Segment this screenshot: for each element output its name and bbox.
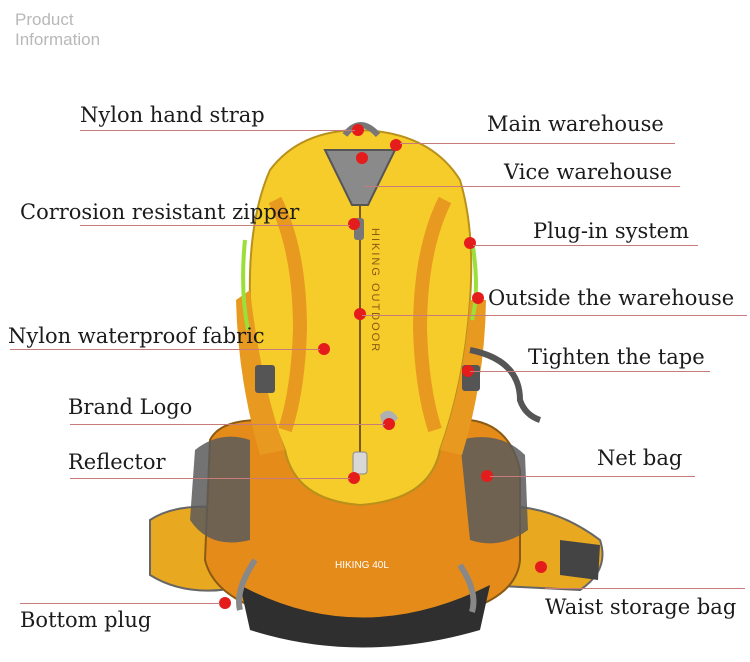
leader-line — [10, 349, 320, 350]
label-corrosion-resistant-zipper: Corrosion resistant zipper — [20, 200, 300, 224]
compression-strap-right — [469, 347, 542, 423]
leader-line — [545, 588, 745, 589]
callout-dot — [219, 597, 231, 609]
callout-dot — [464, 237, 476, 249]
label-nylon-hand-strap: Nylon hand strap — [80, 103, 265, 127]
accent-band-left — [268, 196, 308, 433]
label-plug-in-system: Plug-in system — [533, 219, 690, 243]
top-cap — [323, 149, 397, 206]
leader-line — [362, 315, 747, 316]
label-reflector: Reflector — [68, 450, 166, 474]
leader-line — [70, 478, 350, 479]
accent-band-right — [412, 196, 452, 433]
model-label: HIKING 40L — [335, 560, 389, 571]
leader-line — [80, 130, 355, 131]
label-vice-warehouse: Vice warehouse — [504, 160, 673, 184]
label-bottom-plug: Bottom plug — [20, 608, 152, 632]
label-nylon-waterproof-fabric: Nylon waterproof fabric — [8, 324, 265, 348]
label-waist-storage-bag: Waist storage bag — [545, 595, 737, 619]
label-main-warehouse: Main warehouse — [487, 112, 664, 136]
label-outside-the-warehouse: Outside the warehouse — [488, 286, 735, 310]
mesh-pocket-left — [190, 436, 250, 543]
mesh-pocket-right — [460, 437, 528, 544]
leader-line — [20, 603, 220, 604]
header-line-1: Product — [15, 10, 74, 29]
callout-dot — [352, 124, 364, 136]
callout-dot — [390, 139, 402, 151]
label-tighten-the-tape: Tighten the tape — [528, 345, 705, 369]
leader-line — [365, 186, 680, 187]
leader-line — [473, 245, 698, 246]
callout-dot — [481, 470, 493, 482]
waist-strap-right — [560, 540, 600, 580]
leader-line — [80, 225, 350, 226]
callout-dot — [348, 218, 360, 230]
callout-dot — [356, 152, 368, 164]
leader-line — [400, 143, 675, 144]
bungee-cord-left — [241, 239, 250, 331]
callout-dot — [462, 365, 474, 377]
callout-dot — [535, 561, 547, 573]
leader-line — [470, 371, 710, 372]
bottom-loop-right — [457, 563, 477, 613]
label-net-bag: Net bag — [597, 446, 683, 470]
header-line-2: Information — [15, 30, 101, 49]
label-brand-logo: Brand Logo — [68, 395, 193, 419]
reflector-strip — [352, 451, 368, 475]
bungee-cord-right — [470, 239, 478, 321]
section-header: Product Information — [15, 10, 100, 50]
callout-dot — [383, 418, 395, 430]
leader-line — [490, 476, 695, 477]
bottom-panel — [240, 585, 490, 648]
callout-dot — [318, 343, 330, 355]
side-logo-text: HIKING OUTDOOR — [369, 228, 381, 353]
bottom-loop-left — [236, 558, 258, 611]
callout-dot — [348, 472, 360, 484]
callout-dot — [472, 292, 484, 304]
callout-dot — [354, 308, 366, 320]
leader-line — [70, 424, 385, 425]
shoulder-buckle-left — [255, 365, 275, 393]
